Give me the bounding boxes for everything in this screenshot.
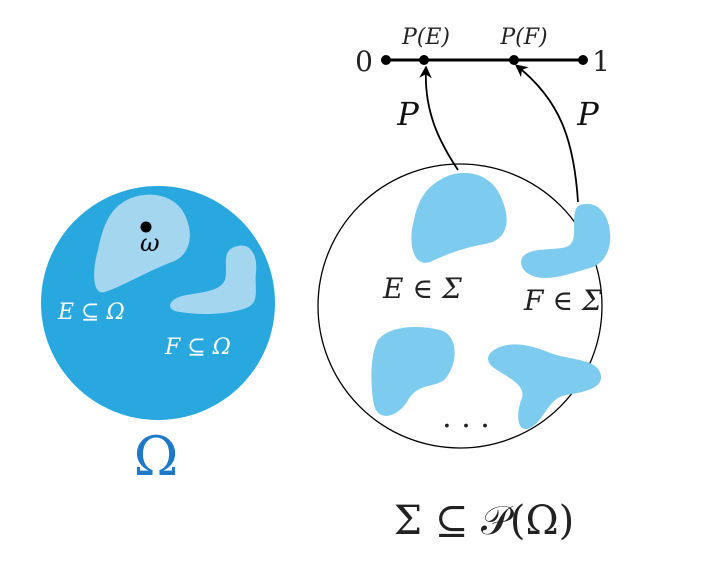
arrow-f-label: P [576, 95, 599, 133]
arrow-p-e [419, 65, 459, 171]
pe-point [419, 55, 429, 65]
sigma-event-f-label: F ∈ Σ [523, 284, 602, 317]
arrow-p-f [515, 64, 579, 203]
arrow-e-label: P [396, 95, 419, 133]
sigma-algebra: E ∈ Σ F ∈ Σ . . . Σ ⊆ 𝒫(Ω) [317, 163, 611, 544]
sigma-ellipsis: . . . [442, 400, 490, 435]
sigma-event-f-blob [521, 203, 611, 278]
sigma-algebra-circle [317, 163, 603, 449]
zero-endpoint [381, 55, 391, 65]
sample-space: ω E ⊆ Ω F ⊆ Ω Ω [41, 186, 275, 488]
pf-label: P(F) [499, 25, 547, 50]
sigma-event-blob-lower-right [488, 344, 602, 430]
sigma-algebra-caption: Σ ⊆ 𝒫(Ω) [394, 498, 574, 544]
sigma-event-blob-lower-left [371, 327, 455, 416]
one-label: 1 [592, 45, 610, 78]
sigma-event-e-blob [411, 172, 507, 263]
event-e-subset-label: E ⊆ Ω [57, 300, 125, 325]
event-e-region [94, 194, 190, 293]
omega-symbol: Ω [134, 425, 179, 488]
event-f-region [170, 245, 257, 315]
zero-label: 0 [355, 45, 373, 78]
sigma-event-e-label: E ∈ Σ [382, 272, 462, 305]
pf-point [509, 55, 519, 65]
probability-line: 0 1 P(E) P(F) P P [355, 25, 610, 203]
pe-label: P(E) [401, 25, 450, 50]
outcome-point [140, 221, 152, 233]
one-endpoint [578, 55, 588, 65]
outcome-label: ω [140, 229, 160, 257]
event-f-subset-label: F ⊆ Ω [164, 335, 231, 360]
